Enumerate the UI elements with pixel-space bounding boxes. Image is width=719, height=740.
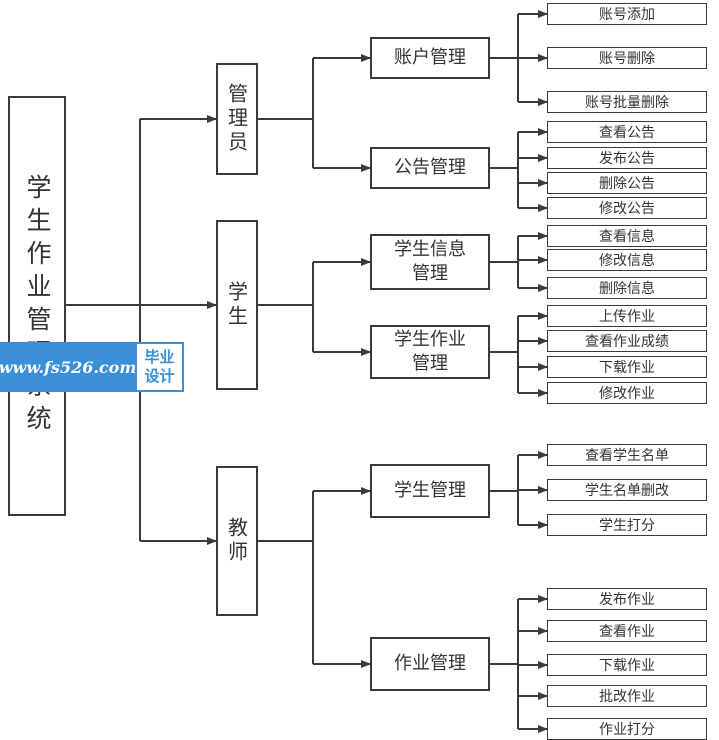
leaf-box-1-0-2-label: 删除信息 (599, 281, 655, 297)
leaf-box-2-0-2-label: 学生打分 (599, 518, 655, 534)
leaf-box-0-0-1: 账号删除 (547, 47, 707, 69)
role-box-1: 学生 (216, 220, 258, 390)
leaf-box-1-1-1: 查看作业成绩 (547, 330, 707, 352)
watermark: www.fs526.com 毕业 设计 (0, 342, 184, 392)
leaf-box-2-1-4: 作业打分 (547, 718, 707, 740)
leaf-box-1-0-1: 修改信息 (547, 249, 707, 271)
leaf-box-2-0-1-label: 学生名单删改 (585, 483, 669, 499)
leaf-box-2-1-3-label: 批改作业 (599, 689, 655, 705)
leaf-box-0-1-2-label: 删除公告 (599, 176, 655, 192)
leaf-box-1-0-0-label: 查看信息 (599, 229, 655, 245)
module-box-2-1-label: 作业管理 (394, 653, 466, 674)
leaf-box-1-1-0: 上传作业 (547, 305, 707, 327)
leaf-box-2-1-0: 发布作业 (547, 588, 707, 610)
role-box-2: 教师 (216, 466, 258, 616)
leaf-box-1-1-2: 下载作业 (547, 356, 707, 378)
leaf-box-0-1-0: 查看公告 (547, 121, 707, 143)
leaf-box-1-1-3-label: 修改作业 (599, 386, 655, 402)
leaf-box-0-1-1: 发布公告 (547, 147, 707, 169)
root-system-box: 学生作业管理系统 (8, 96, 66, 516)
root-system-box-label: 学生作业管理系统 (23, 174, 52, 438)
module-box-0-0: 账户管理 (370, 37, 490, 79)
leaf-box-0-1-3: 修改公告 (547, 197, 707, 219)
leaf-box-2-1-2-label: 下载作业 (599, 658, 655, 674)
leaf-box-0-0-2-label: 账号批量删除 (585, 95, 669, 111)
leaf-box-1-1-1-label: 查看作业成绩 (585, 334, 669, 350)
watermark-tag-line1: 毕业 (144, 348, 175, 366)
leaf-box-2-0-0-label: 查看学生名单 (585, 448, 669, 464)
module-box-0-1: 公告管理 (370, 147, 490, 189)
leaf-box-2-1-4-label: 作业打分 (599, 722, 655, 738)
leaf-box-2-1-0-label: 发布作业 (599, 592, 655, 608)
module-box-2-0-label: 学生管理 (394, 480, 466, 501)
watermark-tag: 毕业 设计 (135, 342, 184, 392)
leaf-box-1-0-1-label: 修改信息 (599, 253, 655, 269)
leaf-box-0-1-1-label: 发布公告 (599, 151, 655, 167)
role-box-0: 管理员 (216, 63, 258, 175)
watermark-tag-line2: 设计 (144, 367, 175, 385)
module-box-2-0: 学生管理 (370, 464, 490, 518)
leaf-box-2-1-1: 查看作业 (547, 620, 707, 642)
role-box-1-label: 学生 (224, 281, 249, 329)
leaf-box-1-1-2-label: 下载作业 (599, 360, 655, 376)
module-box-0-1-label: 公告管理 (394, 157, 466, 178)
leaf-box-0-1-2: 删除公告 (547, 172, 707, 194)
leaf-box-1-1-3: 修改作业 (547, 382, 707, 404)
leaf-box-0-0-1-label: 账号删除 (599, 51, 655, 67)
module-box-1-1: 学生作业 管理 (370, 325, 490, 379)
leaf-box-2-0-2: 学生打分 (547, 514, 707, 536)
role-box-2-label: 教师 (224, 517, 249, 565)
leaf-box-2-0-1: 学生名单删改 (547, 479, 707, 501)
leaf-box-2-1-1-label: 查看作业 (599, 624, 655, 640)
module-box-1-0-label: 学生信息 管理 (394, 239, 466, 284)
leaf-box-0-0-0-label: 账号添加 (599, 7, 655, 23)
role-box-0-label: 管理员 (224, 83, 249, 155)
leaf-box-2-1-2: 下载作业 (547, 654, 707, 676)
leaf-box-1-0-2: 删除信息 (547, 277, 707, 299)
leaf-box-1-1-0-label: 上传作业 (599, 309, 655, 325)
module-box-0-0-label: 账户管理 (394, 47, 466, 68)
leaf-box-0-0-2: 账号批量删除 (547, 91, 707, 113)
leaf-box-1-0-0: 查看信息 (547, 225, 707, 247)
module-box-1-0: 学生信息 管理 (370, 234, 490, 290)
leaf-box-2-0-0: 查看学生名单 (547, 444, 707, 466)
leaf-box-0-1-3-label: 修改公告 (599, 201, 655, 217)
module-box-2-1: 作业管理 (370, 637, 490, 691)
leaf-box-0-1-0-label: 查看公告 (599, 125, 655, 141)
watermark-url: www.fs526.com (0, 342, 136, 392)
module-box-1-1-label: 学生作业 管理 (394, 329, 466, 374)
leaf-box-2-1-3: 批改作业 (547, 685, 707, 707)
leaf-box-0-0-0: 账号添加 (547, 3, 707, 25)
